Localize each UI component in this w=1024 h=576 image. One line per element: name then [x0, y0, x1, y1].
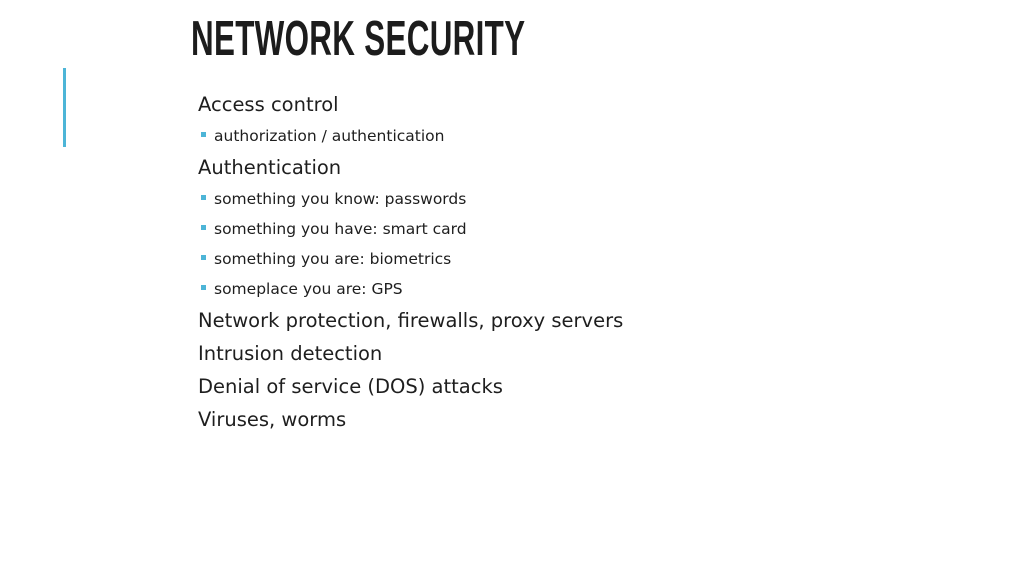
list-item-text: Authentication: [198, 156, 342, 179]
bullet-square-icon: [201, 225, 206, 230]
bullet-square-icon: [201, 132, 206, 137]
list-item: Denial of service (DOS) attacks: [198, 370, 623, 403]
list-item-text: Viruses, worms: [198, 408, 347, 431]
list-item: something you have: smart card: [198, 214, 623, 244]
list-item: Authentication: [198, 151, 623, 184]
list-item: something you know: passwords: [198, 184, 623, 214]
bullet-square-icon: [201, 255, 206, 260]
list-item: Viruses, worms: [198, 403, 623, 436]
list-item-text: Access control: [198, 93, 339, 116]
list-item-text: Intrusion detection: [198, 342, 383, 365]
list-item-text: Denial of service (DOS) attacks: [198, 375, 503, 398]
list-item-text: something you are: biometrics: [214, 250, 452, 268]
list-item-text: Network protection, firewalls, proxy ser…: [198, 309, 624, 332]
list-item: Access control: [198, 88, 623, 121]
list-item: someplace you are: GPS: [198, 274, 623, 304]
bullet-square-icon: [201, 285, 206, 290]
list-item: something you are: biometrics: [198, 244, 623, 274]
list-item-text: someplace you are: GPS: [214, 280, 403, 298]
list-item: authorization / authentication: [198, 121, 623, 151]
bullet-list: Access control authorization / authentic…: [198, 88, 623, 436]
list-item-text: authorization / authentication: [214, 127, 445, 145]
bullet-square-icon: [201, 195, 206, 200]
list-item: Intrusion detection: [198, 337, 623, 370]
list-item: Network protection, firewalls, proxy ser…: [198, 304, 623, 337]
slide-title: NETWORK SECURITY: [191, 12, 526, 66]
list-item-text: something you know: passwords: [214, 190, 467, 208]
accent-line: [63, 68, 66, 147]
list-item-text: something you have: smart card: [214, 220, 467, 238]
